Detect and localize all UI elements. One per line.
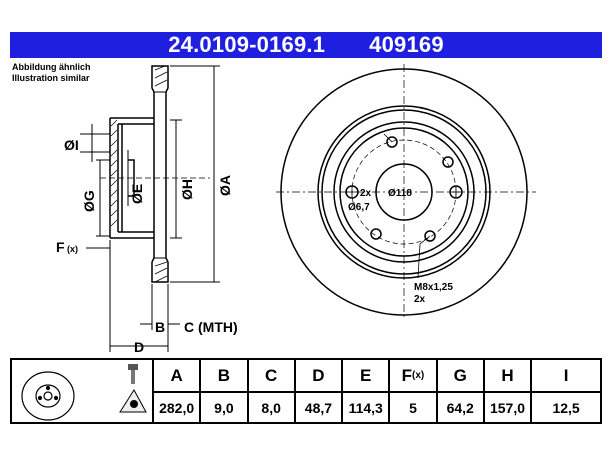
dim-label-I: ØI [64, 137, 79, 153]
dim-label-B: B [155, 319, 165, 335]
value-D: 48,7 [304, 399, 333, 416]
dim-label-F: F [56, 239, 65, 255]
product-header: 24.0109-0169.1 409169 [10, 32, 602, 58]
note-german: Abbildung ähnlich [12, 62, 91, 72]
thread-count-label: 2x [414, 294, 426, 305]
header-F-sub: (x) [412, 370, 425, 381]
pcd-label: Ø118 [388, 188, 412, 199]
thumbnail-area [12, 360, 154, 422]
bolt-icon [128, 364, 138, 384]
header-F: F(x) [390, 360, 436, 393]
column-E: E 114,3 [343, 360, 391, 422]
dimension-lines [80, 65, 220, 352]
column-D: D 48,7 [295, 360, 344, 422]
column-G: G 64,2 [437, 360, 485, 422]
screw-detail-icon [119, 389, 147, 413]
illustration-note: Abbildung ähnlich Illustration similar [12, 62, 91, 84]
dim-label-E: ØE [129, 184, 145, 204]
header-H: H [484, 360, 531, 393]
dimension-columns: A 282,0 B 9,0 C 8,0 D 48,7 E 114,3 F(x) … [154, 360, 601, 422]
disc-side-view [109, 65, 169, 283]
column-B: B 9,0 [201, 360, 249, 422]
dim-label-H: ØH [179, 179, 195, 200]
note-english: Illustration similar [12, 73, 90, 83]
article-number: 409169 [369, 32, 444, 57]
value-H: 157,0 [489, 399, 526, 416]
value-B: 9,0 [214, 399, 234, 416]
disc-thumbnail-icon [21, 364, 147, 421]
dimension-table: A 282,0 B 9,0 C 8,0 D 48,7 E 114,3 F(x) … [10, 358, 602, 424]
column-F: F(x) 5 [390, 360, 438, 422]
header-D: D [295, 360, 342, 393]
dim-label-A: ØA [217, 175, 233, 196]
column-C: C 8,0 [248, 360, 296, 422]
part-number: 24.0109-0169.1 [168, 32, 326, 57]
header-B: B [201, 360, 247, 393]
dim-label-F-sub: (x) [67, 244, 78, 254]
value-F: 5 [409, 399, 417, 416]
dim-label-D: D [134, 339, 144, 355]
value-I: 12,5 [552, 399, 580, 416]
value-C: 8,0 [261, 399, 281, 416]
value-E: 114,3 [348, 399, 383, 416]
column-A: A 282,0 [154, 360, 202, 422]
hole-diameter-label: Ø6,7 [348, 202, 370, 213]
header-F-label: F [401, 365, 413, 385]
dim-label-G: ØG [81, 190, 97, 212]
dim-label-C: C (MTH) [184, 319, 238, 335]
column-I: I 12,5 [532, 360, 601, 422]
value-G: 64,2 [446, 399, 474, 416]
value-A: 282,0 [159, 399, 195, 416]
header-I: I [532, 360, 601, 393]
header-E: E [343, 360, 389, 393]
header-C: C [248, 360, 294, 393]
hole-count-label: 2x [360, 188, 372, 199]
column-H: H 157,0 [484, 360, 533, 422]
thread-label: M8x1,25 [414, 282, 453, 293]
header-G: G [437, 360, 483, 393]
header-A: A [154, 360, 200, 393]
disc-front-view [276, 64, 536, 320]
